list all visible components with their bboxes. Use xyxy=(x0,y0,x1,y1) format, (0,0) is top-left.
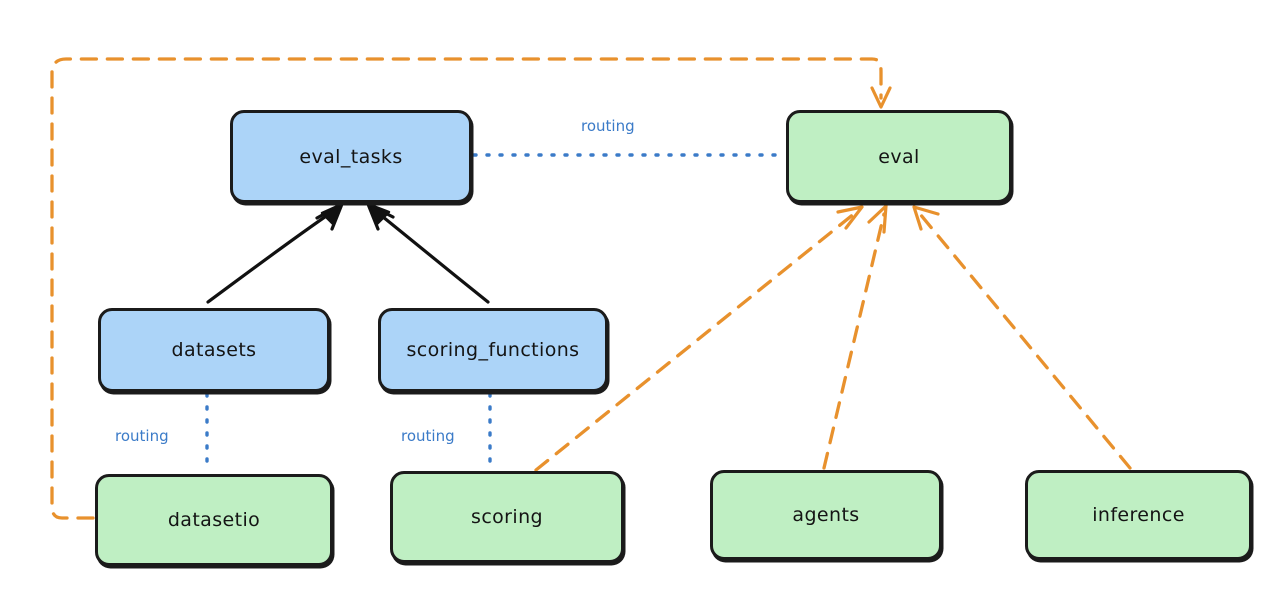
node-inference[interactable]: inference xyxy=(1025,470,1252,560)
node-eval_tasks[interactable]: eval_tasks xyxy=(230,110,472,203)
edge-label-datasets-datasetio: routing xyxy=(112,427,172,445)
node-scoring_functions[interactable]: scoring_functions xyxy=(378,308,608,392)
edge-label-eval_tasks-eval: routing xyxy=(578,117,638,135)
node-eval_tasks-label: eval_tasks xyxy=(299,145,403,168)
edge-inference-to-eval xyxy=(912,205,1132,470)
node-agents[interactable]: agents xyxy=(710,470,942,560)
node-scoring_functions-label: scoring_functions xyxy=(406,339,580,361)
node-scoring[interactable]: scoring xyxy=(390,471,624,563)
node-agents-label: agents xyxy=(792,504,860,526)
node-datasetio-label: datasetio xyxy=(167,509,261,531)
edge-agents-to-eval xyxy=(822,204,888,470)
node-datasets[interactable]: datasets xyxy=(98,308,330,392)
edge-label-scoring_functions-scoring: routing xyxy=(398,427,458,445)
edge-datasets-to-eval_tasks xyxy=(206,202,344,304)
node-eval[interactable]: eval xyxy=(786,110,1012,203)
node-datasetio[interactable]: datasetio xyxy=(95,474,333,566)
node-scoring-label: scoring xyxy=(471,506,543,528)
node-eval-label: eval xyxy=(878,145,920,168)
node-datasets-label: datasets xyxy=(171,339,257,361)
edge-scoring_functions-to-eval_tasks xyxy=(366,202,490,304)
node-inference-label: inference xyxy=(1092,504,1185,526)
